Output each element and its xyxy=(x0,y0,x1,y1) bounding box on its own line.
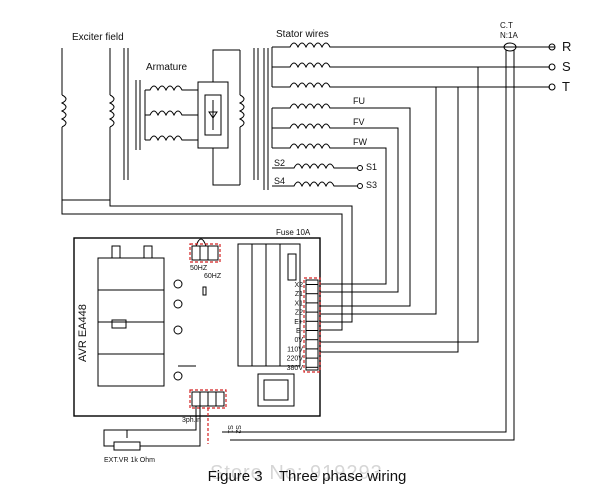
hz60-label: 60HZ xyxy=(204,273,222,280)
three-ph-in-label: 3ph.in xyxy=(182,417,201,424)
terminal-label: Z2 xyxy=(295,310,303,317)
fu-label: FU xyxy=(353,96,365,106)
hz50-label: 50HZ xyxy=(190,265,208,272)
terminal-label: X2 xyxy=(294,282,303,289)
auxiliary-windings xyxy=(271,67,479,353)
ct-ratio-label: N:1A xyxy=(500,31,518,40)
s3-label: S3 xyxy=(366,180,377,190)
exciter-field-coil xyxy=(60,48,129,201)
phase-r-label: R xyxy=(562,39,571,54)
current-transformer xyxy=(222,42,517,441)
ext-vr-label: EXT.VR 1k Ohm xyxy=(104,457,155,464)
external-variable-resistor xyxy=(103,406,201,451)
stator-wires-label: Stator wires xyxy=(276,29,329,40)
terminal-block xyxy=(303,277,321,373)
terminal-label: E+ xyxy=(294,319,303,326)
phase-s-label: S xyxy=(562,59,571,74)
fw-label: FW xyxy=(353,137,367,147)
exciter-positive-wire xyxy=(109,200,353,323)
s-windings xyxy=(272,163,363,189)
phase-t-label: T xyxy=(562,79,570,94)
three-phase-input-block xyxy=(189,389,227,444)
exciter-field-label: Exciter field xyxy=(72,32,124,43)
exciter-negative-wire xyxy=(61,200,343,331)
armature-label: Armature xyxy=(146,62,188,73)
terminal-label: Z1 xyxy=(295,291,303,298)
watermark-text: Store No: 919293 xyxy=(210,462,383,484)
stator-main-windings xyxy=(263,42,556,190)
avr-model-label: AVR EA448 xyxy=(77,304,89,362)
figure-title: Three phase wiring xyxy=(278,468,407,485)
avr-board xyxy=(73,237,321,417)
ct-label: C.T xyxy=(500,21,513,30)
fuse-label: Fuse 10A xyxy=(276,228,311,237)
terminal-label: 110V xyxy=(287,346,303,353)
terminal-label: 380V xyxy=(287,365,304,372)
figure-caption: Figure 3 Three phase wiring xyxy=(0,468,614,485)
terminal-label: X1 xyxy=(294,300,303,307)
fv-label: FV xyxy=(353,117,365,127)
terminal-label: 0V xyxy=(294,337,303,344)
s2-label: S2 xyxy=(274,158,285,168)
s2-terminal-label: S2 xyxy=(234,425,241,434)
armature-coils xyxy=(135,48,259,186)
s4-label: S4 xyxy=(274,176,285,186)
s1-terminal-label: S1 xyxy=(226,425,233,434)
s1-label: S1 xyxy=(366,162,377,172)
frequency-jumper xyxy=(189,238,221,263)
terminal-label: E- xyxy=(296,328,304,335)
terminal-label: 220V xyxy=(287,356,304,363)
figure-number: Figure 3 xyxy=(207,468,263,485)
